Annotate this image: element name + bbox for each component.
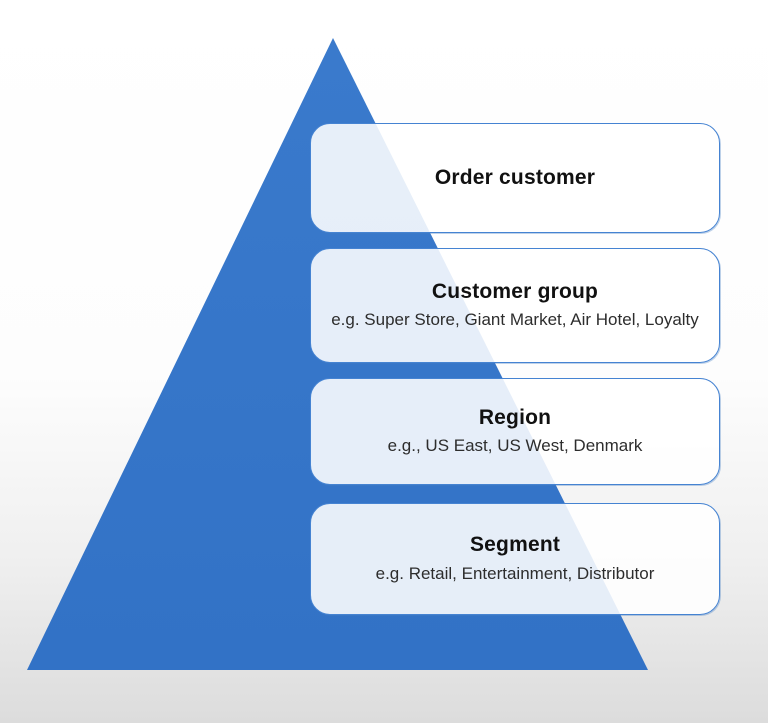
level-box-order-customer: Order customer — [310, 123, 720, 233]
level-title-segment: Segment — [469, 533, 561, 557]
level-examples-customer-group: e.g. Super Store, Giant Market, Air Hote… — [331, 310, 699, 330]
level-box-segment: Segment e.g. Retail, Entertainment, Dist… — [310, 503, 720, 615]
level-box-region: Region e.g., US East, US West, Denmark — [310, 378, 720, 485]
level-box-customer-group: Customer group e.g. Super Store, Giant M… — [310, 248, 720, 363]
level-title-order-customer: Order customer — [434, 165, 596, 189]
level-examples-region: e.g., US East, US West, Denmark — [387, 436, 643, 456]
level-title-customer-group: Customer group — [431, 279, 599, 303]
level-title-region: Region — [478, 405, 552, 429]
level-examples-segment: e.g. Retail, Entertainment, Distributor — [375, 563, 655, 583]
